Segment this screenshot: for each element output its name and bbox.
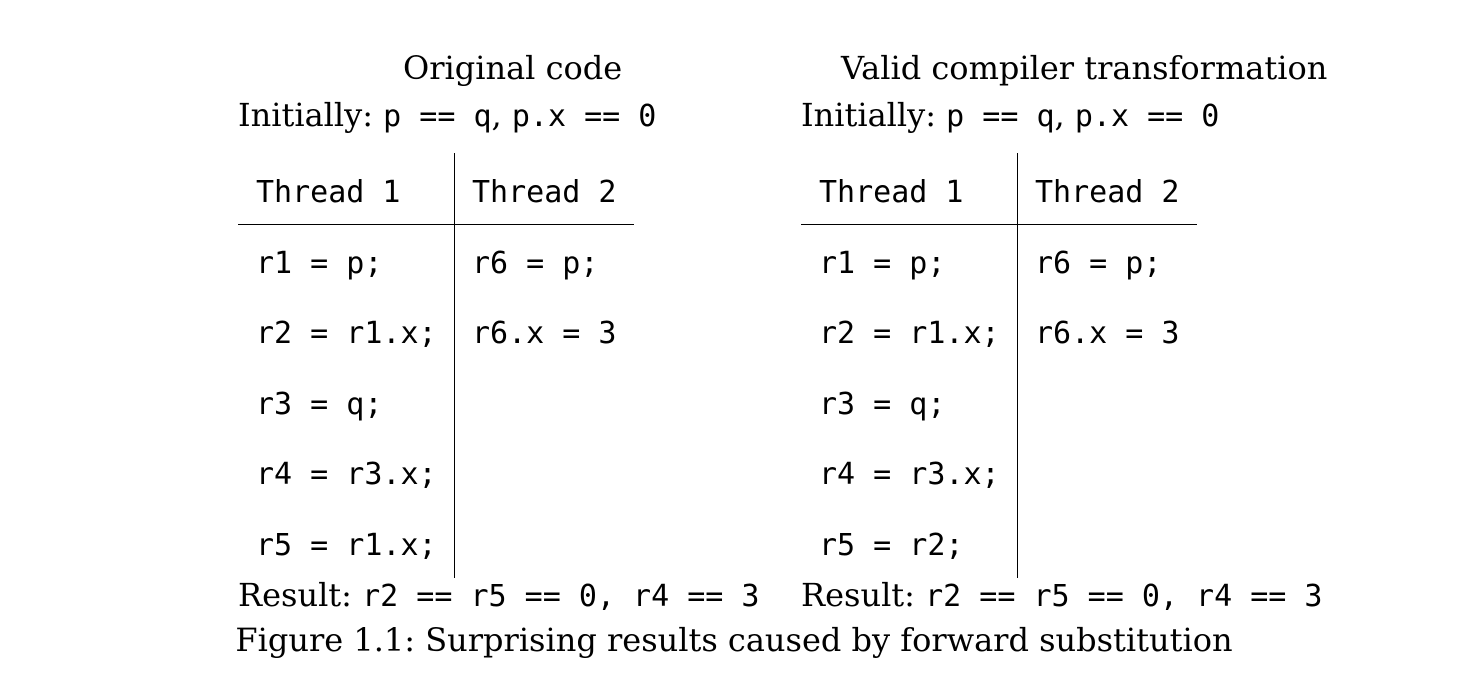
thread-1-line: r5 = r2; [819, 528, 964, 563]
thread-1-header: Thread 1 [256, 175, 401, 210]
transformed-code-panel: Valid compiler transformation Initially:… [801, 0, 1331, 620]
thread-1-line: r1 = p; [256, 246, 383, 281]
panel-title: Valid compiler transformation [841, 49, 1328, 87]
initially-label: Initially: [801, 96, 947, 134]
column-divider [454, 153, 455, 578]
initial-condition: Initially: p == q, p.x == 0 [238, 95, 656, 137]
thread-2-line: r6.x = 3 [1035, 316, 1180, 351]
thread-1-line: r1 = p; [819, 246, 946, 281]
thread-1-line: r4 = r3.x; [819, 457, 1000, 492]
column-divider [1017, 153, 1018, 578]
result-line: Result: r2 == r5 == 0, r4 == 3 [801, 575, 1322, 617]
panel-title: Original code [403, 49, 623, 87]
result-label: Result: [238, 576, 363, 614]
thread-table: Thread 1 Thread 2 r1 = p; r2 = r1.x; r3 … [801, 153, 1199, 578]
thread-1-line: r4 = r3.x; [256, 457, 437, 492]
result-code: r2 == r5 == 0, r4 == 3 [362, 579, 760, 614]
figure-caption: Figure 1.1: Surprising results caused by… [235, 621, 1233, 659]
thread-2-line: r6 = p; [472, 246, 599, 281]
initial-condition: Initially: p == q, p.x == 0 [801, 95, 1219, 137]
result-code: r2 == r5 == 0, r4 == 3 [925, 579, 1323, 614]
result-line: Result: r2 == r5 == 0, r4 == 3 [238, 575, 759, 617]
thread-2-line: r6.x = 3 [472, 316, 617, 351]
thread-table: Thread 1 Thread 2 r1 = p; r2 = r1.x; r3 … [238, 153, 636, 578]
initially-label: Initially: [238, 96, 384, 134]
header-rule [801, 224, 1197, 225]
thread-1-line: r5 = r1.x; [256, 528, 437, 563]
thread-1-line: r3 = q; [819, 387, 946, 422]
thread-1-line: r3 = q; [256, 387, 383, 422]
thread-1-line: r2 = r1.x; [256, 316, 437, 351]
thread-2-header: Thread 2 [1035, 175, 1180, 210]
initially-code-2: p.x == 0 [1074, 99, 1220, 134]
thread-2-header: Thread 2 [472, 175, 617, 210]
original-code-panel: Original code Initially: p == q, p.x == … [238, 0, 768, 620]
initially-separator: , [491, 96, 512, 134]
thread-1-line: r2 = r1.x; [819, 316, 1000, 351]
initially-code-1: p == q [383, 99, 492, 134]
thread-2-line: r6 = p; [1035, 246, 1162, 281]
initially-code-1: p == q [946, 99, 1055, 134]
result-label: Result: [801, 576, 926, 614]
header-rule [238, 224, 634, 225]
initially-separator: , [1054, 96, 1075, 134]
initially-code-2: p.x == 0 [511, 99, 657, 134]
thread-1-header: Thread 1 [819, 175, 964, 210]
